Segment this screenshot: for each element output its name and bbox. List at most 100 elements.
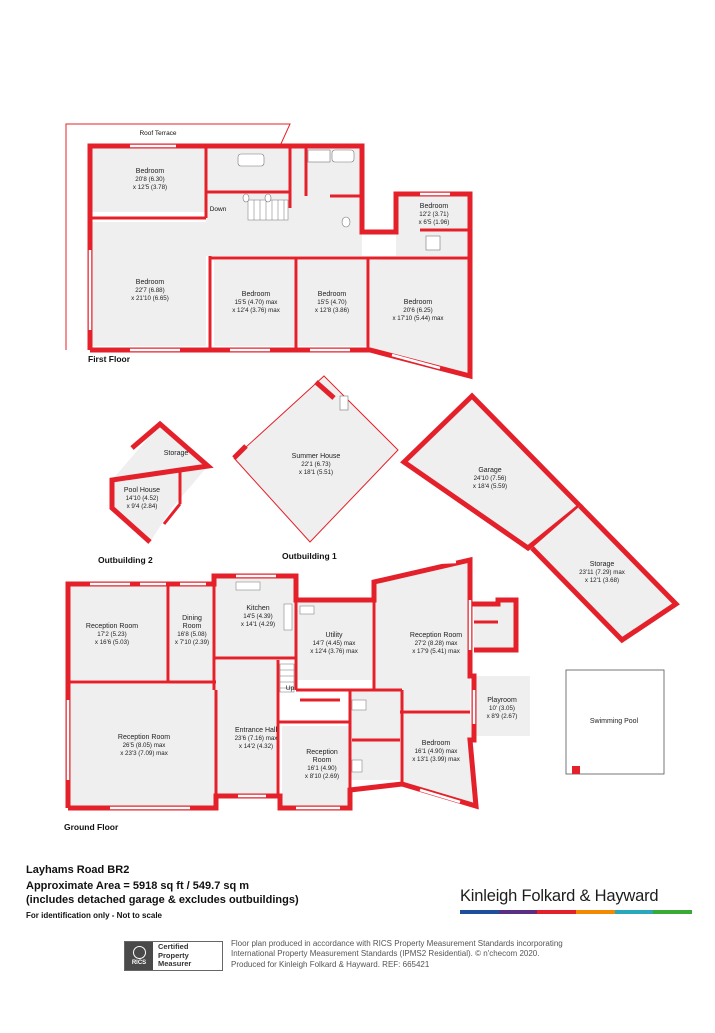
property-address: Layhams Road BR2 — [26, 864, 130, 876]
room-dim: 23'6 (7.16) max — [235, 735, 279, 742]
room-dim: x 9'4 (2.84) — [127, 503, 158, 510]
room-dim: 20'8 (6.30) — [135, 176, 164, 183]
room-name: Summer House — [292, 453, 341, 460]
rics-badge-text: Certified Property Measurer — [153, 943, 191, 969]
room-dim: x 23'3 (7.09) max — [120, 750, 169, 757]
room-dim: x 8'9 (2.67) — [487, 713, 518, 720]
ground-floor-label: Ground Floor — [64, 822, 119, 832]
room-dim: x 14'2 (4.32) — [239, 743, 273, 750]
room-dim: 14'10 (4.52) — [126, 495, 159, 502]
room-dim: x 13'1 (3.99) max — [412, 756, 461, 763]
room-name: Dining — [182, 615, 202, 622]
room-dim: 24'10 (7.56) — [474, 475, 507, 482]
garage-room — [404, 396, 580, 548]
room-dim: 26'5 (8.05) max — [123, 742, 167, 749]
brand-color-segment — [576, 910, 615, 914]
outbuilding-2-plan: Storage Pool House 14'10 (4.52) x 9'4 (2… — [98, 420, 214, 565]
room-name: Bedroom — [242, 291, 271, 298]
room-dim: 14'7 (4.45) max — [313, 640, 357, 647]
dining-room — [170, 584, 214, 684]
wc-annex-walls — [470, 597, 519, 653]
room-name: Bedroom — [136, 279, 165, 286]
rics-line: Property — [158, 950, 189, 960]
down-label: Down — [210, 206, 227, 213]
brand-color-segment — [614, 910, 654, 914]
first-floor-stairs — [247, 199, 289, 221]
room-dim: x 12'8 (3.86) — [315, 307, 349, 314]
room-dim: x 17'9 (5.41) max — [412, 648, 461, 655]
scale-note: For identification only - Not to scale — [26, 911, 163, 920]
kitchen — [214, 578, 296, 658]
entrance-hall — [216, 660, 276, 796]
room-dim: 22'1 (6.73) — [301, 461, 330, 468]
ground-floor-stairs — [279, 663, 295, 693]
first-floor-bedroom-a — [90, 146, 206, 212]
room-name: Room — [313, 757, 332, 764]
agent-name: Kinleigh Folkard & Hayward — [460, 887, 659, 905]
garage-plan: Garage 24'10 (7.56) x 18'4 (5.59) Storag… — [400, 392, 680, 644]
room-name: Utility — [325, 632, 343, 639]
first-floor-windows — [88, 144, 450, 370]
room-name: Room — [183, 623, 202, 630]
floor-plan-drawing: Roof Terrace Down Bedroom 20'8 (6.30) x … — [64, 123, 680, 832]
roof-terrace-outline — [65, 123, 291, 350]
rics-line: Measurer — [158, 959, 192, 969]
room-dim: 16'1 (4.90) — [307, 765, 336, 772]
first-floor-bedroom-d — [298, 260, 368, 346]
room-dim: x 14'1 (4.29) — [241, 621, 275, 628]
outbuilding-1-label: Outbuilding 1 — [282, 551, 337, 561]
room-dim: x 12'1 (3.68) — [585, 577, 619, 584]
pool-house-room — [112, 424, 208, 542]
rics-globe-icon — [132, 946, 146, 959]
room-dim: 15'5 (4.70) — [317, 299, 346, 306]
room-dim: 17'2 (5.23) — [97, 631, 126, 638]
wc-annex — [474, 602, 516, 650]
room-name: Kitchen — [246, 605, 269, 612]
disclaimer: Floor plan produced in accordance with R… — [231, 939, 621, 970]
first-floor-bedroom-c — [214, 260, 296, 346]
room-dim: x 16'6 (5.03) — [95, 639, 129, 646]
room-name: Bedroom — [404, 299, 433, 306]
property-info: Layhams Road BR2 Approximate Area = 5918… — [26, 864, 346, 920]
area-line-1: Approximate Area = 5918 sq ft / 549.7 sq… — [26, 880, 250, 892]
room-dim: 16'8 (5.08) — [177, 631, 206, 638]
rics-logo: RICS — [125, 942, 153, 970]
room-name: Storage — [590, 561, 615, 568]
reception-room-b — [374, 562, 470, 710]
storage-room — [532, 506, 676, 640]
disclaimer-line: Produced for Kinleigh Folkard & Hayward.… — [231, 959, 430, 969]
ground-floor-windows — [66, 560, 476, 810]
room-dim: x 18'4 (5.59) — [473, 483, 507, 490]
summer-house-room — [234, 376, 398, 542]
ground-floor-plan: Up Reception Room 17'2 (5.23) x 16'6 (5.… — [64, 556, 665, 832]
room-dim: x 7'10 (2.39) — [175, 639, 209, 646]
outbuilding-2-label: Outbuilding 2 — [98, 555, 153, 565]
brand-color-segment — [537, 910, 577, 914]
playroom — [474, 676, 530, 736]
kitchen-fixtures — [235, 581, 367, 773]
room-dim: 14'5 (4.39) — [243, 613, 272, 620]
first-floor-plan: Roof Terrace Down Bedroom 20'8 (6.30) x … — [65, 123, 473, 380]
first-floor-label: First Floor — [88, 354, 131, 364]
storage-walls — [530, 504, 680, 644]
room-dim: x 6'5 (1.96) — [419, 219, 450, 226]
room-name: Entrance Hall — [235, 727, 277, 734]
summer-house-walls — [233, 375, 399, 543]
room-name: Playroom — [487, 697, 517, 704]
roof-terrace-label: Roof Terrace — [139, 130, 176, 137]
area-line-2: (includes detached garage & excludes out… — [26, 894, 299, 906]
room-dim: x 18'1 (5.51) — [299, 469, 333, 476]
bedroom-ground — [402, 712, 476, 806]
swimming-pool — [565, 669, 665, 775]
rics-line: Certified — [158, 942, 189, 952]
room-name: Reception — [306, 749, 338, 756]
room-dim: x 12'4 (3.76) max — [310, 648, 359, 655]
disclaimer-line: International Property Measurement Stand… — [231, 949, 540, 959]
wall — [314, 380, 336, 400]
brand-color-bar — [460, 910, 693, 914]
swimming-pool-label: Swimming Pool — [590, 718, 639, 725]
room-name: Reception Room — [118, 734, 170, 741]
room-name: Storage — [164, 450, 189, 457]
rics-badge: RICS Certified Property Measurer — [124, 941, 223, 971]
room-dim: 23'11 (7.29) max — [579, 569, 626, 576]
